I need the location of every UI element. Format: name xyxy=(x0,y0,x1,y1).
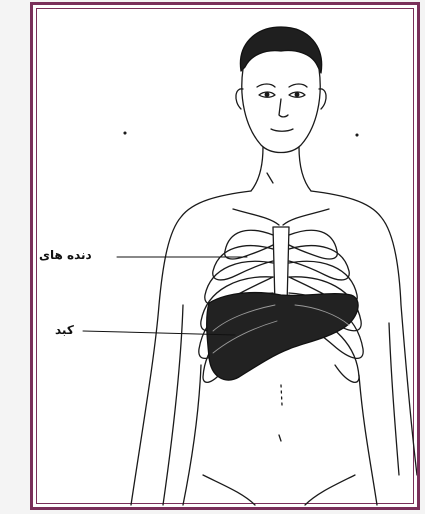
hair xyxy=(240,27,321,73)
liver-label: کبد xyxy=(55,323,74,337)
right-torso xyxy=(359,375,377,505)
head-outline xyxy=(242,69,320,153)
left-torso xyxy=(183,365,201,505)
right-clavicle xyxy=(283,209,329,225)
left-pupil xyxy=(265,93,269,97)
left-groin xyxy=(203,475,255,505)
left-clavicle xyxy=(233,209,279,225)
right-inner-arm xyxy=(389,323,399,475)
left-inner-arm xyxy=(163,305,183,505)
navel xyxy=(279,435,281,441)
right-eyebrow xyxy=(289,84,307,87)
neck-left xyxy=(251,147,263,191)
right-groin xyxy=(305,475,355,505)
chest-dot xyxy=(124,132,126,134)
left-eyebrow xyxy=(257,84,275,87)
shoulder-dot xyxy=(356,134,358,136)
nose xyxy=(279,99,288,117)
neck-right xyxy=(299,147,311,191)
ribs-label: دنده های xyxy=(39,248,92,262)
neck-crease xyxy=(267,173,273,183)
right-pupil xyxy=(295,93,299,97)
abdomen-line xyxy=(281,385,282,405)
figure-frame: دنده های کبد xyxy=(30,2,420,510)
mouth xyxy=(271,129,293,131)
liver xyxy=(207,293,358,380)
